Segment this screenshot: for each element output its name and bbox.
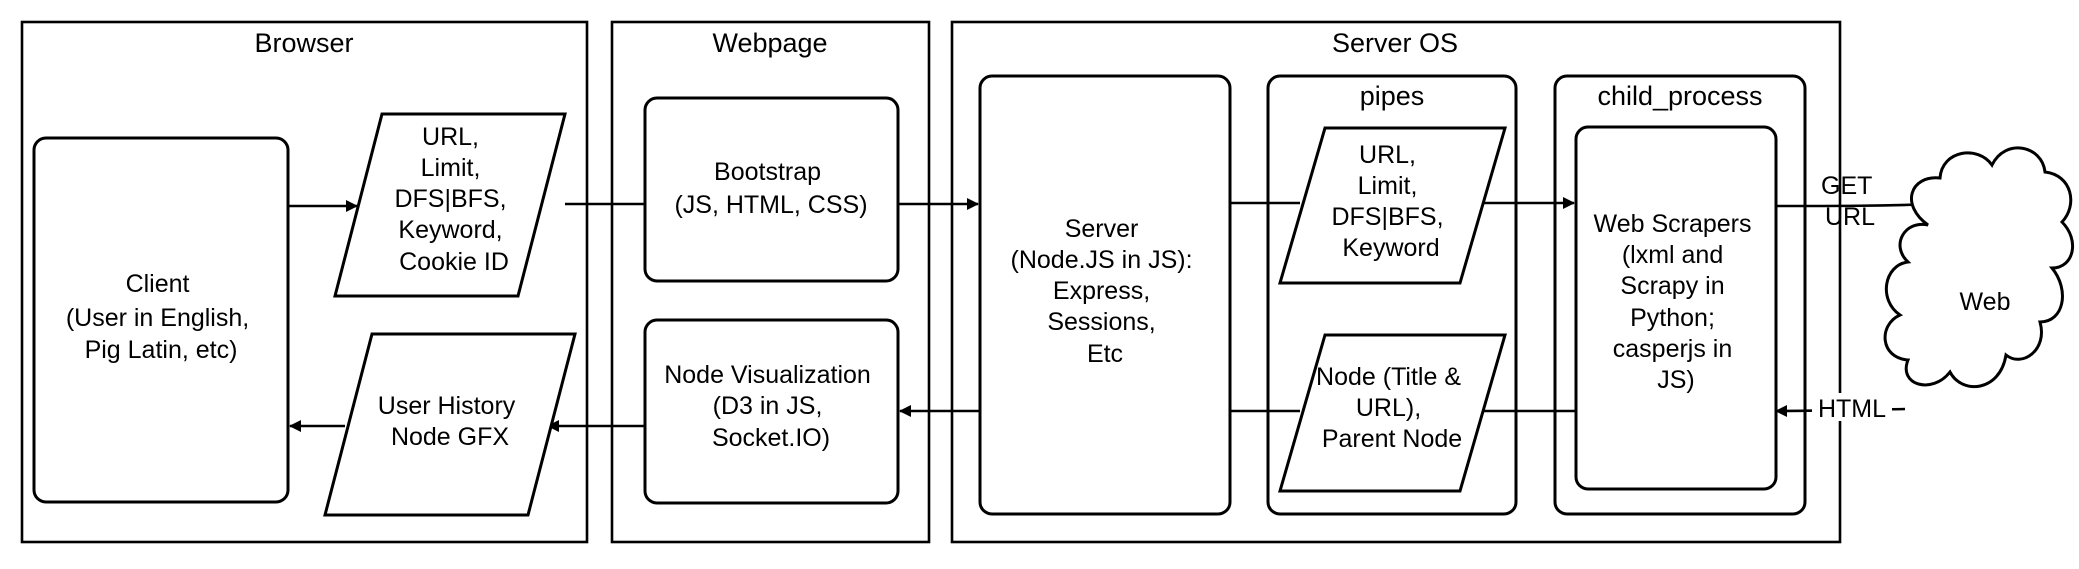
client-label: Client (User in English, Pig Latin, etc): [66, 270, 256, 364]
node-visualization-node: Node Visualization (D3 in JS, Socket.IO): [643, 318, 900, 505]
bootstrap-label: Bootstrap (JS, HTML, CSS): [674, 158, 867, 219]
html-label: HTML: [1818, 395, 1886, 423]
web-scrapers-node: Web Scrapers (lxml and Scrapy in Python;…: [1574, 125, 1778, 491]
server-os-title: Server OS: [1332, 28, 1458, 58]
web-label: Web: [1960, 288, 2011, 316]
cloud-shape: [1883, 146, 2074, 388]
webpage-title: Webpage: [712, 28, 827, 58]
node-visualization-label: Node Visualization (D3 in JS, Socket.IO): [664, 361, 878, 452]
pipes-title: pipes: [1360, 81, 1425, 111]
bootstrap-node: Bootstrap (JS, HTML, CSS): [643, 96, 900, 283]
server-label: Server (Node.JS in JS): Express, Session…: [1011, 215, 1200, 368]
child-process-title: child_process: [1597, 81, 1762, 111]
pipe-params-node: URL, Limit, DFS|BFS, Keyword: [1278, 126, 1507, 285]
html-label-bg: [1812, 393, 1892, 421]
request-params-node: URL, Limit, DFS|BFS, Keyword, Cookie ID: [333, 112, 567, 298]
request-params-label: URL, Limit, DFS|BFS, Keyword, Cookie ID: [394, 123, 513, 276]
server-node: Server (Node.JS in JS): Express, Session…: [978, 74, 1232, 516]
user-history-label: User History Node GFX: [378, 392, 522, 451]
client-node: Client (User in English, Pig Latin, etc): [32, 136, 290, 504]
pipe-node-node: Node (Title & URL), Parent Node: [1278, 333, 1507, 493]
web-cloud-node: Web: [1883, 146, 2074, 388]
edge-labels: GET URL HTML: [1812, 172, 1892, 423]
web-scrapers-label: Web Scrapers (lxml and Scrapy in Python;…: [1594, 210, 1759, 394]
pipe-node-label: Node (Title & URL), Parent Node: [1316, 363, 1468, 453]
user-history-node: User History Node GFX: [323, 332, 577, 517]
browser-title: Browser: [254, 28, 353, 58]
get-url-label: GET URL: [1821, 172, 1879, 231]
pipe-params-label: URL, Limit, DFS|BFS, Keyword: [1331, 141, 1450, 262]
